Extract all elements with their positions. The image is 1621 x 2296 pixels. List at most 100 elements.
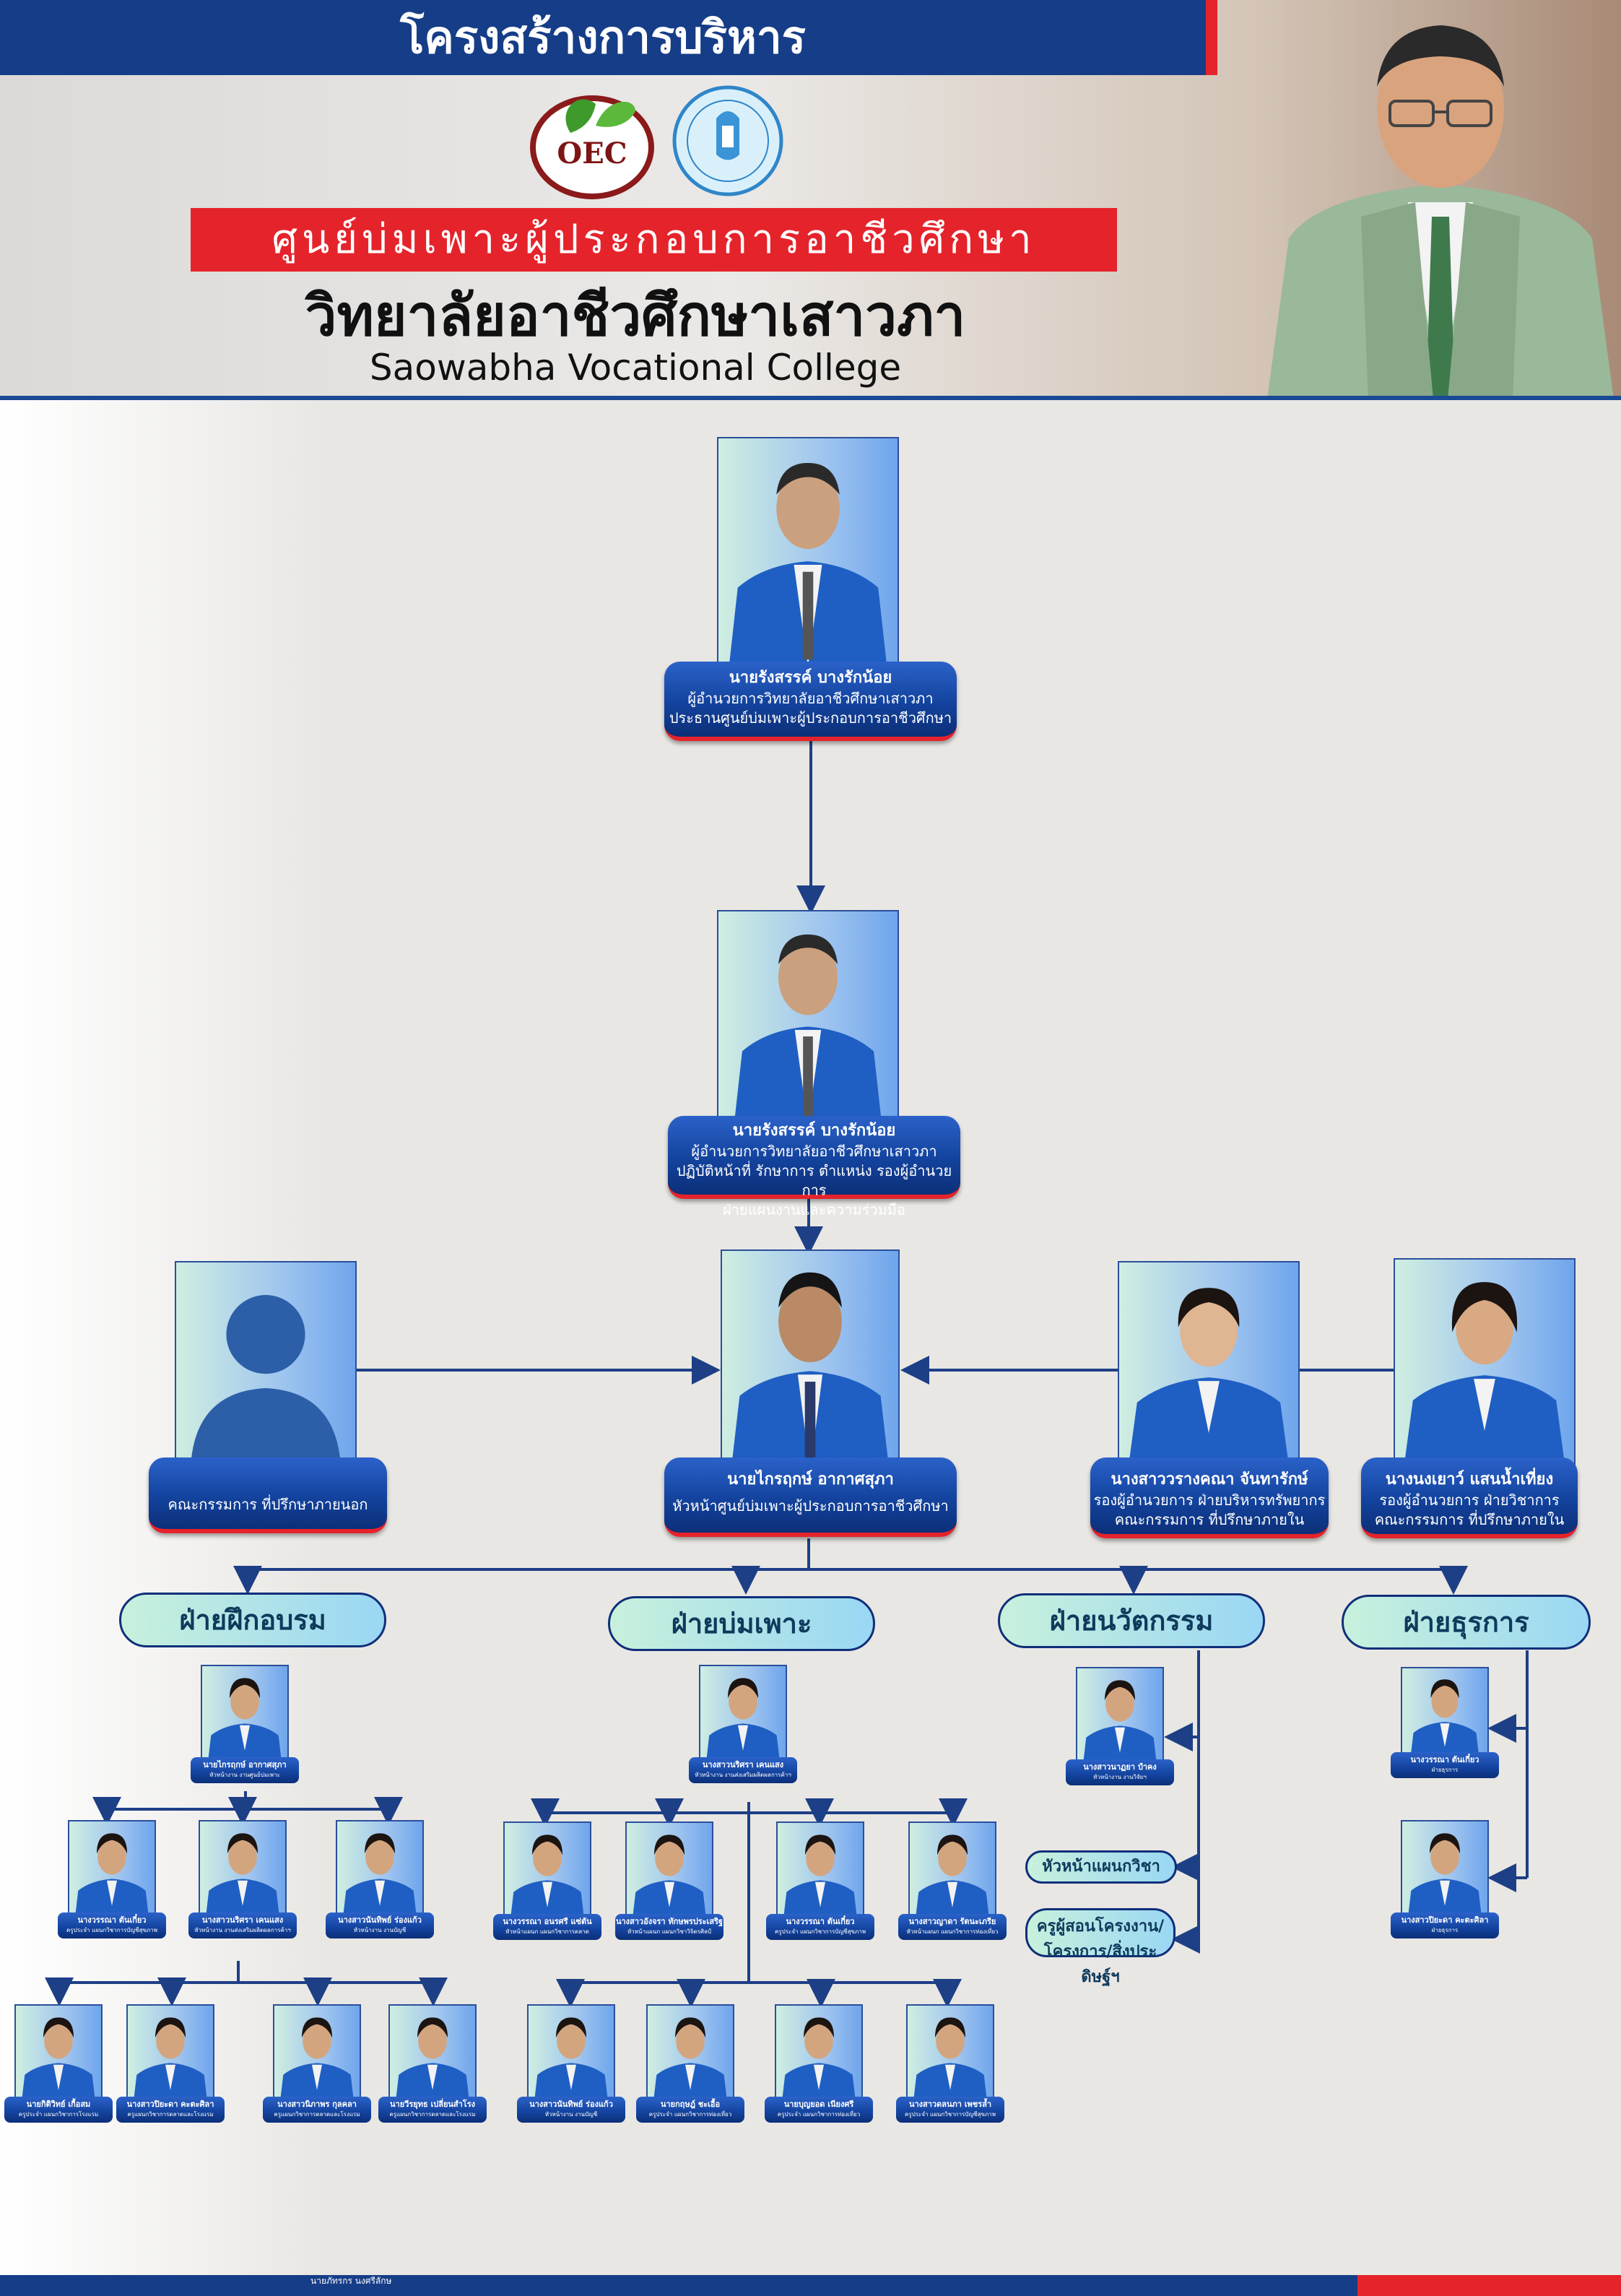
staff-role: ครูประจำ แผนกวิชาการโรงแรม	[18, 2111, 99, 2118]
staff-name: นายบุญยอด เนียงศรี	[783, 2100, 854, 2109]
oec-logo: OEC	[527, 82, 657, 199]
staff-photo	[776, 1821, 864, 1930]
dept-training: ฝ่ายฝึกอบรม	[119, 1593, 386, 1647]
staff-name: นางสาวอังจรา ทักษพรประเสริฐ	[615, 1917, 723, 1926]
staff-role: หัวหน้าแผนก แผนกวิชาวิจิตรศิลป์	[627, 1928, 711, 1935]
staff-name: นางวรรณา ตันเกี๋ยว	[786, 1917, 855, 1926]
deputy-resources-role: รองผู้อำนวยการ ฝ่ายบริหารทรัพยากร	[1093, 1491, 1326, 1509]
director-plate-2: นายรังสรรค์ บางรักน้อย ผู้อำนวยการวิทยาล…	[668, 1116, 960, 1218]
director-portrait	[1260, 0, 1621, 399]
director-name-2: นายรังสรรค์ บางรักน้อย	[732, 1122, 896, 1140]
staff-plate: นายบุญยอด เนียงศรีครูประจำ แผนกวิชาการท่…	[765, 2097, 873, 2123]
tag-dept-heads: หัวหน้าแผนกวิชา	[1025, 1850, 1177, 1884]
staff-role: ครูแผนกวิชาการตลาดและโรงแรม	[274, 2111, 360, 2118]
staff-plate: นางสาวนันทิพย์ ร่องแก้วหัวหน้างาน งานบัญ…	[326, 1912, 434, 1938]
director-photo-2	[717, 910, 899, 1127]
staff-name: นายวีรยุทธ เปลี่ยนสำโรง	[390, 2100, 475, 2109]
deputy-academic-name: นางนงเยาว์ แสนน้ำเที่ยง	[1385, 1470, 1554, 1489]
staff-name: นางสาวนริศรา เคนแสง	[702, 1760, 784, 1769]
director-role-2c: ฝ่ายแผนงานและความร่วมมือ	[723, 1201, 905, 1218]
footer-text: นายภัทรกร นงศรีลักษ	[310, 2276, 392, 2286]
tag-project-teachers: ครูผู้สอนโครงงาน/ โครงการ/สิ่งประดิษฐ์ฯ	[1025, 1908, 1175, 1986]
staff-name: นางวรรณา อนรศรี แซ่ตัน	[503, 1917, 592, 1926]
staff-plate: นางสาวปิยะดา คะตะศิลาครูแผนกวิชาการตลาดแ…	[116, 2097, 225, 2123]
staff-role: หัวหน้างาน งานส่งเสริมผลิตผลการค้าฯ	[695, 1772, 791, 1778]
staff-role: ครูประจำ แผนกวิชาการท่องเที่ยว	[777, 2111, 861, 2118]
staff-role: ฝ่ายธุรการ	[1431, 1927, 1459, 1933]
title-bar	[0, 0, 1206, 75]
staff-name: นางวรรณา ตันเกี๋ยว	[77, 1915, 147, 1925]
tag-project-teachers-line2: โครงการ/สิ่งประดิษฐ์ฯ	[1043, 1943, 1157, 1986]
staff-name: นางสาวปิยะดา คะตะศิลา	[1401, 1915, 1489, 1925]
director-role-2b: ปฏิบัติหน้าที่ รักษาการ ตำแหน่ง รองผู้อำ…	[676, 1162, 952, 1199]
staff-plate: นางสาวดลนภา เพชรล้ำครูประจำ แผนกวิชาการบ…	[896, 2097, 1004, 2123]
staff-role: ฝ่ายธุรการ	[1431, 1767, 1459, 1773]
staff-role: หัวหน้าแผนก แผนกวิชาการตลาด	[505, 1928, 589, 1935]
staff-role: หัวหน้างาน งานบัญชี	[544, 2111, 598, 2118]
staff-photo	[199, 1820, 287, 1928]
staff-name: นางสาวนันทิพย์ ร่องแก้ว	[529, 2100, 613, 2109]
page-title: โครงสร้างการบริหาร	[400, 11, 806, 64]
staff-plate: นางสาวนริศรา เคนแสงหัวหน้างาน งานส่งเสริ…	[188, 1912, 297, 1938]
staff-name: นางสาวดลนภา เพชรล้ำ	[908, 2100, 992, 2109]
footer-bar	[0, 2275, 1357, 2296]
director-name-1: นายรังสรรค์ บางรักน้อย	[729, 669, 892, 687]
header-rule	[0, 396, 1621, 400]
staff-role: ครูแผนกวิชาการตลาดและโรงแรม	[389, 2111, 476, 2118]
staff-photo	[527, 2004, 615, 2113]
staff-role: หัวหน้างาน งานศูนย์บ่มเพาะ	[209, 1772, 280, 1778]
staff-plate: นายวีรยุทธ เปลี่ยนสำโรงครูแผนกวิชาการตลา…	[378, 2097, 487, 2123]
staff-plate: นางวรรณา อนรศรี แซ่ตันหัวหน้าแผนก แผนกวิ…	[493, 1914, 601, 1940]
footer-accent	[1357, 2275, 1621, 2296]
staff-role: หัวหน้างาน งานวิจัยฯ	[1093, 1774, 1147, 1780]
staff-plate: นางสาวนิภาพร กุลคลาครูแผนกวิชาการตลาดและ…	[263, 2097, 371, 2123]
staff-plate: นายกฤษฎ์ ชะเอื้อครูประจำ แผนกวิชาการท่อง…	[636, 2097, 744, 2123]
tag-project-teachers-line1: ครูผู้สอนโครงงาน/	[1036, 1918, 1165, 1936]
deputy-academic-role: รองผู้อำนวยการ ฝ่ายวิชาการ	[1379, 1491, 1560, 1509]
staff-photo	[68, 1820, 156, 1928]
staff-plate: นางวรรณา ตันเกี๋ยวครูประจำ แผนกวิชาการบั…	[766, 1914, 874, 1940]
deputy-resources-committee: คณะกรรมการ ที่ปรึกษาภายใน	[1114, 1511, 1305, 1528]
staff-plate: นายกิติวิทย์ เกื้อสมครูประจำ แผนกวิชาการ…	[4, 2097, 113, 2123]
deputy-academic-plate: นางนงเยาว์ แสนน้ำเที่ยง รองผู้อำนวยการ ฝ…	[1361, 1457, 1578, 1538]
staff-plate: นายไกรฤกษ์ อากาศสุภาหัวหน้างาน งานศูนย์บ…	[191, 1757, 299, 1783]
external-advisor-label: คณะกรรมการ ที่ปรึกษาภายนอก	[168, 1496, 368, 1513]
staff-name: นางสาวญาดา รัตนะเภรีย	[908, 1917, 996, 1926]
director-role-2a: ผู้อำนวยการวิทยาลัยอาชีวศึกษาเสาวภา	[691, 1143, 937, 1160]
dept-innovation: ฝ่ายนวัตกรรม	[998, 1593, 1265, 1648]
staff-name: นายกิติวิทย์ เกื้อสม	[26, 2100, 91, 2109]
oec-logo-text: OEC	[557, 137, 627, 170]
staff-role: หัวหน้าแผนก แผนกวิชาการท่องเที่ยว	[906, 1928, 999, 1935]
staff-plate: นางสาวนริศรา เคนแสงหัวหน้างาน งานส่งเสริ…	[689, 1757, 797, 1783]
dept-incubation: ฝ่ายบ่มเพาะ	[608, 1596, 875, 1651]
center-head-photo	[721, 1249, 900, 1473]
staff-name: นางสาวนริศรา เคนแสง	[201, 1915, 284, 1925]
director-role-1b: ประธานศูนย์บ่มเพาะผู้ประกอบการอาชีวศึกษา	[669, 709, 952, 727]
deputy-academic-committee: คณะกรรมการ ที่ปรึกษาภายใน	[1374, 1511, 1565, 1528]
staff-plate: นางวรรณา ตันเกี๋ยวฝ่ายธุรการ	[1391, 1752, 1499, 1778]
center-head-role: หัวหน้าศูนย์บ่มเพาะผู้ประกอบการอาชีวศึกษ…	[672, 1497, 949, 1515]
center-head-plate: นายไกรฤกษ์ อากาศสุภา หัวหน้าศูนย์บ่มเพาะ…	[664, 1457, 957, 1537]
staff-name: นางสาวนิภาพร กุลคลา	[277, 2100, 357, 2109]
deputy-resources-photo	[1118, 1261, 1300, 1470]
staff-role: ครูประจำ แผนกวิชาการบัญชีสุขภาพ	[66, 1927, 157, 1933]
staff-name: นางสาวนันทิพย์ ร่องแก้ว	[338, 1915, 422, 1925]
director-role-1a: ผู้อำนวยการวิทยาลัยอาชีวศึกษาเสาวภา	[687, 690, 934, 707]
staff-role: ครูประจำ แผนกวิชาการท่องเที่ยว	[648, 2111, 732, 2118]
staff-plate: นางสาวอังจรา ทักษพรประเสริฐหัวหน้าแผนก แ…	[615, 1914, 723, 1940]
staff-name: นายกฤษฎ์ ชะเอื้อ	[660, 2100, 721, 2109]
college-logo	[672, 82, 784, 199]
staff-plate: นางสาวนันทิพย์ ร่องแก้วหัวหน้างาน งานบัญ…	[517, 2097, 625, 2123]
director-plate-1: นายรังสรรค์ บางรักน้อย ผู้อำนวยการวิทยาล…	[664, 662, 957, 741]
director-photo-1	[717, 437, 899, 668]
staff-photo	[775, 2004, 863, 2113]
staff-role: ครูประจำ แผนกวิชาการบัญชีสุขภาพ	[905, 2111, 996, 2118]
staff-photo	[908, 1821, 996, 1930]
deputy-resources-plate: นางสาววรางคณา จันทารักษ์ รองผู้อำนวยการ …	[1090, 1457, 1329, 1538]
staff-plate: นางสาวปิยะดา คะตะศิลาฝ่ายธุรการ	[1391, 1912, 1499, 1938]
external-advisor-plate: คณะกรรมการ ที่ปรึกษาภายนอก	[149, 1457, 387, 1533]
staff-role: ครูประจำ แผนกวิชาการบัญชีสุขภาพ	[775, 1928, 866, 1935]
center-name-bar	[191, 208, 1117, 272]
center-head-name: นายไกรฤกษ์ อากาศสุภา	[727, 1470, 894, 1489]
